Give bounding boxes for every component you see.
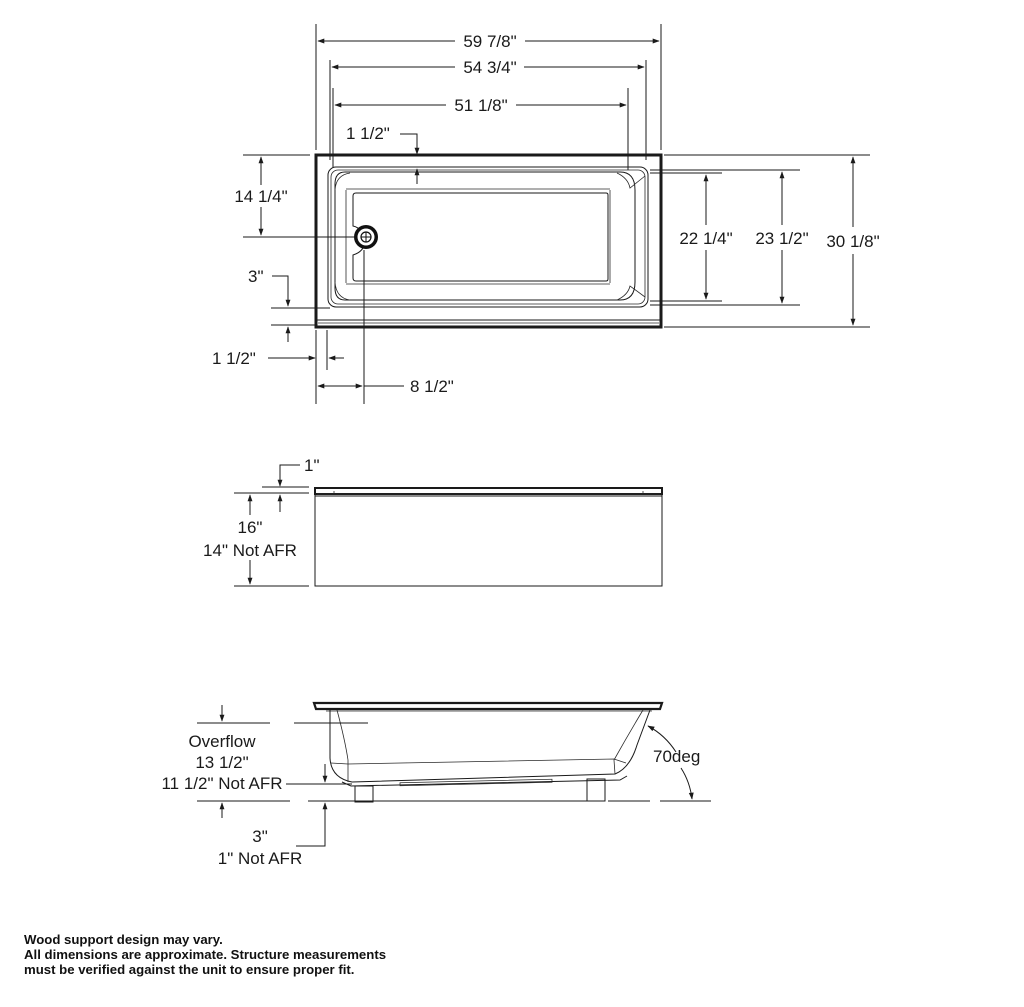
side-view: Overflow 13 1/2" 11 1/2" Not AFR 3" 1" N… bbox=[161, 701, 711, 868]
dim-overall-length: 59 7/8" bbox=[463, 32, 516, 51]
dim-leg-height-not-afr: 1" Not AFR bbox=[218, 849, 302, 868]
note-line: must be verified against the unit to ens… bbox=[24, 962, 355, 977]
dim-side-rim-offset: 1 1/2" bbox=[212, 349, 256, 368]
dim-inner-width: 23 1/2" bbox=[755, 229, 808, 248]
disclaimer-notes: Wood support design may vary. All dimens… bbox=[24, 932, 386, 977]
dim-top-rim-offset: 1 1/2" bbox=[346, 124, 390, 143]
note-line: All dimensions are approximate. Structur… bbox=[24, 947, 387, 962]
dim-overall-width: 30 1/8" bbox=[826, 232, 879, 251]
dim-overflow-height-not-afr: 11 1/2" Not AFR bbox=[161, 774, 282, 793]
front-view: 1" 16" 14" Not AFR bbox=[203, 456, 663, 587]
dim-leg-height: 3" bbox=[252, 827, 268, 846]
dim-drain-from-left: 8 1/2" bbox=[410, 377, 454, 396]
dim-overflow-height: 13 1/2" bbox=[195, 753, 248, 772]
dim-angle: 70deg bbox=[653, 747, 700, 766]
dim-rim-thickness: 1" bbox=[304, 456, 320, 475]
dim-basin-length: 51 1/8" bbox=[454, 96, 507, 115]
dim-basin-width: 22 1/4" bbox=[679, 229, 732, 248]
dim-inner-length: 54 3/4" bbox=[463, 58, 516, 77]
dim-drain-from-back: 14 1/4" bbox=[234, 187, 287, 206]
note-line: Wood support design may vary. bbox=[24, 932, 223, 947]
label-overflow: Overflow bbox=[188, 732, 256, 751]
dim-height-not-afr: 14" Not AFR bbox=[203, 541, 297, 560]
dim-front-apron-offset: 3" bbox=[248, 267, 264, 286]
dim-height: 16" bbox=[238, 518, 263, 537]
top-view: 59 7/8" 54 3/4" 51 1/8" 1 1/2" bbox=[212, 24, 880, 404]
